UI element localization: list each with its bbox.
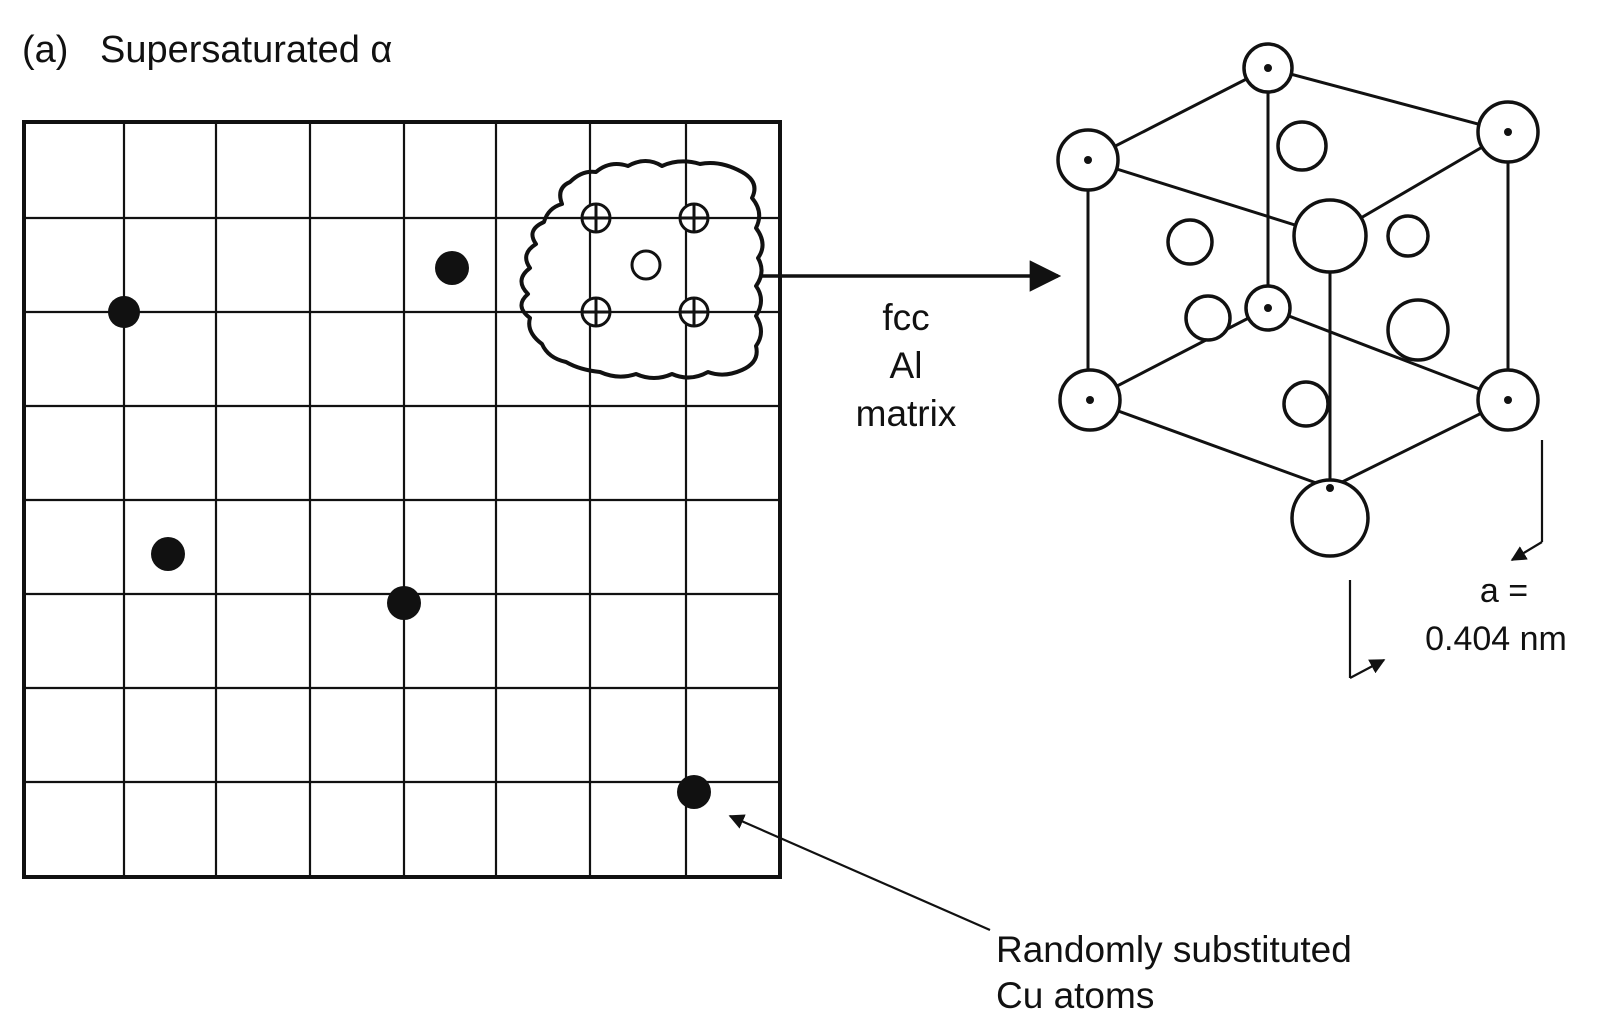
panel-label: (a)	[22, 29, 68, 71]
al-site-face	[630, 249, 662, 281]
lattice-param-line1: a =	[1480, 572, 1528, 610]
lattice-param-line2: 0.404 nm	[1425, 620, 1567, 658]
fcc-bond-dots	[1084, 64, 1512, 492]
face-atom	[1386, 298, 1450, 362]
al-site-crossed	[580, 296, 612, 328]
zoom-sites	[580, 202, 710, 328]
callout-arrow	[728, 814, 991, 932]
cu-atom	[387, 586, 421, 620]
face-atom	[1276, 120, 1328, 172]
cell-label-line1: fcc	[882, 297, 929, 338]
al-site-crossed	[580, 202, 612, 234]
diagram-title: Supersaturated α	[100, 29, 392, 71]
grid-lines	[24, 122, 780, 877]
cu-atom	[435, 251, 469, 285]
callout-line2: Cu atoms	[996, 975, 1154, 1016]
cell-label: fcc Al matrix	[856, 297, 957, 434]
corner-atom	[1290, 478, 1370, 558]
corner-atom	[1292, 198, 1368, 274]
callout-line1: Randomly substituted	[996, 929, 1352, 970]
cu-atom	[151, 537, 185, 571]
face-atom	[1386, 214, 1430, 258]
fcc-unit-cell	[1086, 66, 1510, 490]
al-site-crossed	[678, 296, 710, 328]
cu-atom	[677, 775, 711, 809]
al-site-crossed	[678, 202, 710, 234]
face-atom	[1184, 294, 1232, 342]
cell-label-line2: Al	[890, 345, 923, 386]
cu-atoms	[108, 251, 711, 809]
face-atom	[1166, 218, 1214, 266]
fcc-atoms	[1056, 42, 1540, 558]
cell-label-line3: matrix	[856, 393, 957, 434]
face-atom	[1282, 380, 1330, 428]
cu-atom	[108, 296, 140, 328]
lattice-dimension	[1348, 440, 1544, 679]
matrix-grid	[22, 120, 782, 879]
zoom-region-outline	[519, 159, 765, 380]
